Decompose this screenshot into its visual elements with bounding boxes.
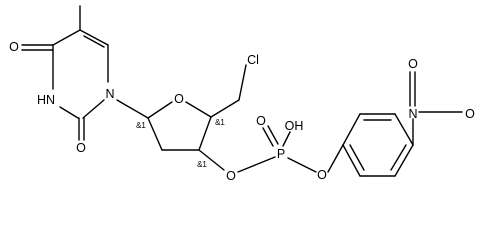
nitro-group — [409, 71, 463, 113]
atom-label-nitro-nitrogen: N — [408, 107, 417, 121]
phosphate-group — [237, 125, 344, 173]
atom-label-phosphoryl-oxygen: O — [256, 114, 266, 128]
atom-label-phosphorus: P — [277, 147, 285, 161]
atom-label-ester-oxygen: O — [226, 169, 236, 183]
stereo-label-c3: &1 — [197, 160, 207, 169]
stereo-label-c4: &1 — [215, 118, 225, 127]
atom-label-nitro-oxygen-right: O — [465, 107, 475, 121]
stereo-label-c1: &1 — [136, 121, 146, 130]
atom-label-oxygen-upper: O — [9, 40, 19, 54]
atom-label-nh: HN — [37, 93, 55, 107]
sugar-ring — [116, 64, 247, 171]
structure-canvas: O HN O N O Cl O P O OH O N O O &1 &1 &1 — [9, 5, 475, 183]
atom-label-phenoxy-oxygen: O — [317, 168, 327, 182]
atom-label-chlorine: Cl — [247, 53, 259, 67]
atom-label-nitrogen-n1: N — [105, 87, 114, 101]
atom-label-oxygen-lower: O — [76, 141, 86, 155]
atom-label-nitro-oxygen-upper: O — [408, 57, 418, 71]
atom-label-ring-oxygen: O — [174, 92, 184, 106]
atom-label-hydroxyl: OH — [285, 119, 304, 133]
nitrophenyl-ring — [342, 113, 414, 177]
thymine-ring — [21, 5, 109, 141]
chemical-structure: O HN O N O Cl O P O OH O N O O &1 &1 &1 — [9, 5, 475, 183]
